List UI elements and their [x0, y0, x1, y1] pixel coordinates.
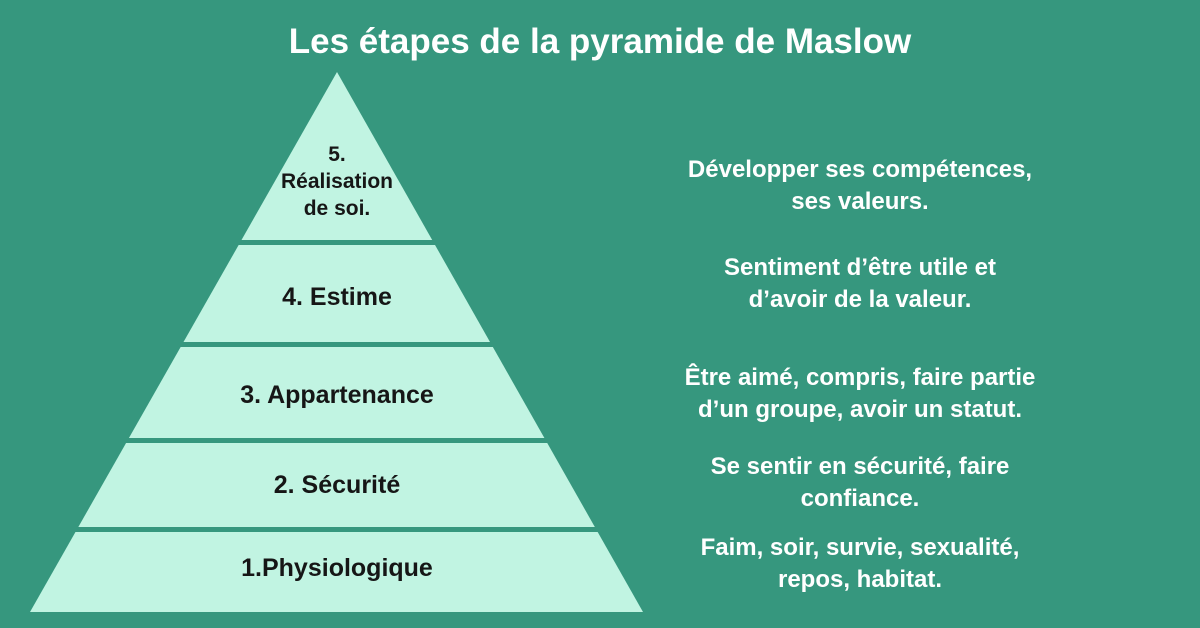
page-title: Les étapes de la pyramide de Maslow: [288, 22, 912, 61]
pyramid-level-2-label: 2. Sécurité: [273, 471, 401, 499]
level-1-description: Faim, soir, survie, sexualité, repos, ha…: [700, 534, 1020, 593]
level-4-description: Sentiment d’être utile et d’avoir de la …: [723, 254, 997, 313]
pyramid-divider-1: [0, 240, 680, 245]
pyramid-level-3-label: 3. Appartenance: [240, 381, 434, 409]
pyramid-divider-3: [0, 438, 680, 443]
pyramid-level-4-label: 4. Estime: [282, 283, 392, 311]
level-5-description: Développer ses compétences, ses valeurs.: [687, 156, 1033, 215]
pyramid-divider-4: [0, 527, 680, 532]
pyramid-level-1-label: 1.Physiologique: [241, 554, 433, 582]
level-3-description: Être aimé, compris, faire partie d’un gr…: [684, 364, 1036, 423]
pyramid-divider-2: [0, 342, 680, 347]
pyramid-graphic: [0, 72, 680, 612]
level-2-description: Se sentir en sécurité, faire confiance.: [710, 453, 1010, 512]
pyramid-level-5-label: 5. Réalisation de soi.: [280, 143, 394, 220]
